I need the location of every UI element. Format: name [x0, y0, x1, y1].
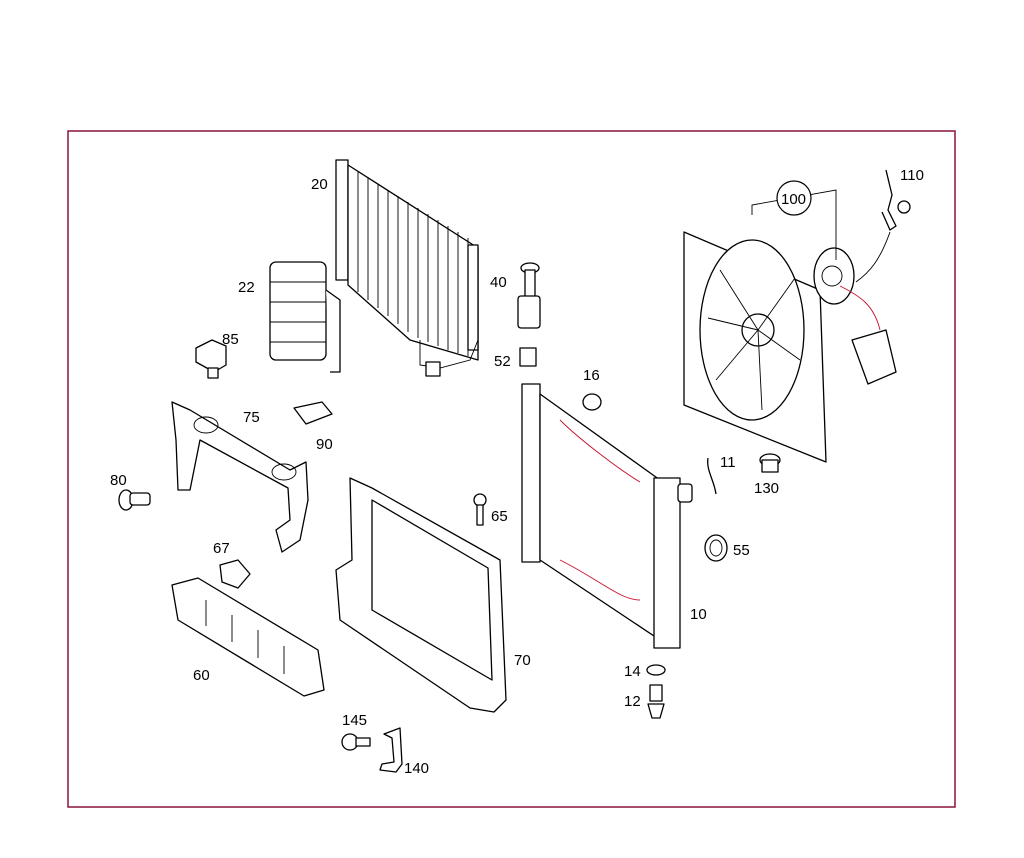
bolt-145-part[interactable] [341, 733, 371, 751]
ring-55-part[interactable] [704, 534, 728, 562]
label-70: 70 [514, 652, 531, 669]
clip-90-part[interactable] [293, 401, 333, 425]
receiver-drier-part[interactable] [517, 262, 541, 329]
label-75: 75 [243, 409, 260, 426]
plug-52-part[interactable] [519, 347, 537, 367]
fan-motor-part[interactable] [813, 247, 855, 305]
label-85: 85 [222, 331, 239, 348]
drain-plug-12-part[interactable] [647, 684, 665, 719]
oil-cooler-part[interactable] [269, 261, 341, 373]
leader-110 [855, 231, 891, 283]
label-145: 145 [342, 712, 367, 729]
hose-11-right-part[interactable] [707, 457, 717, 495]
label-100: 100 [781, 191, 806, 208]
sensor-110-part[interactable] [881, 169, 911, 231]
label-130: 130 [754, 480, 779, 497]
label-55: 55 [733, 542, 750, 559]
fan-wire [839, 285, 881, 331]
upper-bracket-part[interactable] [171, 401, 309, 553]
label-80: 80 [110, 472, 127, 489]
label-140: 140 [404, 760, 429, 777]
label-60: 60 [193, 667, 210, 684]
diagram-frame [67, 130, 956, 808]
label-14: 14 [624, 663, 641, 680]
label-40: 40 [490, 274, 507, 291]
condenser-part[interactable] [335, 159, 479, 377]
label-65: 65 [491, 508, 508, 525]
label-67: 67 [213, 540, 230, 557]
label-52: 52 [494, 353, 511, 370]
front-frame-70-part[interactable] [335, 477, 507, 713]
cap-130-part[interactable] [759, 453, 781, 473]
label-110: 110 [900, 167, 924, 184]
screw-65-part[interactable] [473, 493, 487, 526]
label-10: 10 [690, 606, 707, 623]
label-90: 90 [316, 436, 333, 453]
clamp-67-part[interactable] [219, 559, 251, 589]
label-16-upper: 16 [583, 367, 600, 384]
label-100-badge [776, 180, 812, 216]
rivet-80-part[interactable] [118, 489, 151, 511]
label-22: 22 [238, 279, 255, 296]
label-20: 20 [311, 176, 328, 193]
washer-14-part[interactable] [646, 664, 666, 676]
air-duct-60-part[interactable] [171, 577, 325, 697]
clip-85-part[interactable] [195, 339, 227, 379]
fan-control-module-part[interactable] [851, 329, 897, 385]
fan-shroud-part[interactable] [683, 231, 827, 463]
bracket-140-part[interactable] [379, 727, 403, 773]
label-11-right: 11 [720, 454, 736, 471]
label-12: 12 [624, 693, 641, 710]
seal-16-upper-part[interactable] [582, 393, 602, 411]
radiator-part[interactable] [521, 383, 693, 649]
